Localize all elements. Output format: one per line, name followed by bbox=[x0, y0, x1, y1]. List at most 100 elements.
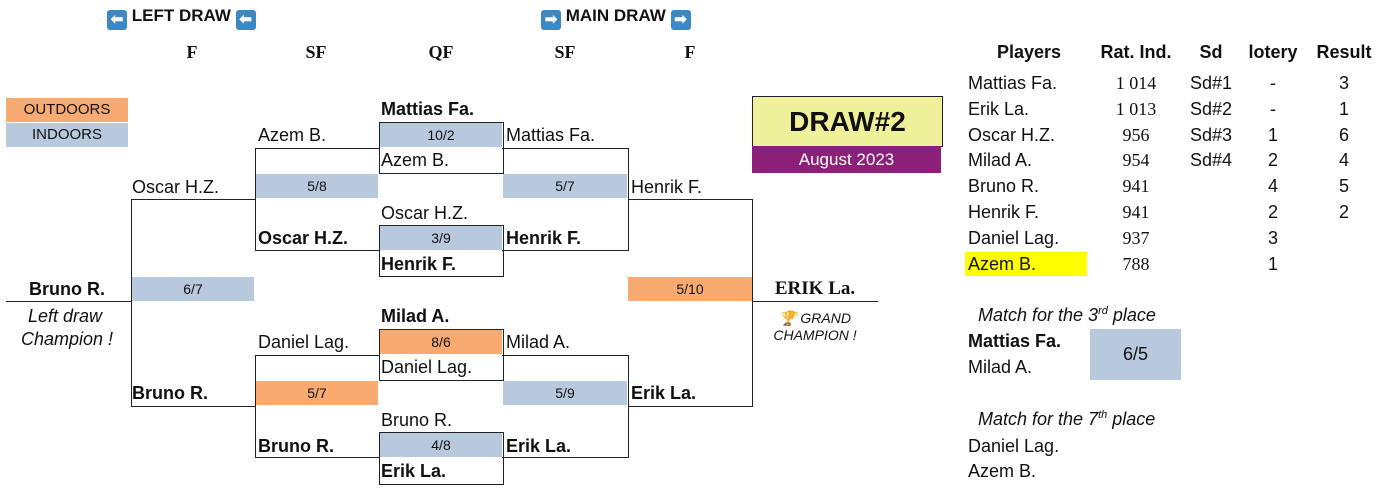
grand-champion-caption-1: GRAND bbox=[800, 310, 851, 326]
table-header-result: Result bbox=[1316, 42, 1372, 62]
main-sf2-top-player: Milad A. bbox=[506, 332, 571, 352]
main-final-bottom-line bbox=[628, 406, 753, 407]
main-sf2-bottom-player: Erik La. bbox=[506, 436, 572, 456]
qf3-bottom-player: Daniel Lag. bbox=[381, 357, 473, 377]
left-sf1-bottom-player: Oscar H.Z. bbox=[258, 228, 349, 248]
table-cell-lotery: 2 bbox=[1267, 202, 1278, 222]
seventh-place-player-2: Azem B. bbox=[968, 461, 1037, 481]
main-final-vertical bbox=[752, 199, 753, 407]
table-cell-result: 1 bbox=[1338, 99, 1349, 119]
main-final-top-line bbox=[628, 199, 753, 200]
main-sf2-bottom-line bbox=[502, 457, 629, 458]
table-cell-player: Daniel Lag. bbox=[968, 228, 1060, 248]
seventh-place-title-pre: Match for the 7 bbox=[978, 409, 1099, 429]
qf2-bottom-player: Henrik F. bbox=[381, 254, 457, 274]
left-winner-caption-2: Champion ! bbox=[20, 329, 114, 349]
qf3-score: 8/6 bbox=[380, 330, 502, 354]
qf2-box bbox=[379, 225, 504, 277]
table-cell-rating: 1 014 bbox=[1115, 73, 1157, 93]
third-place-title-sup: rd bbox=[1098, 305, 1108, 317]
third-place-title-pre: Match for the 3 bbox=[978, 305, 1099, 325]
table-cell-result: 6 bbox=[1338, 125, 1349, 145]
qf2-top-player: Oscar H.Z. bbox=[381, 203, 469, 223]
arrow-left-icon: ⬅ bbox=[235, 10, 256, 30]
main-final-bottom-player: Erik La. bbox=[631, 383, 697, 403]
left-final-vertical bbox=[131, 199, 132, 407]
left-winner-caption-1: Left draw bbox=[27, 306, 103, 326]
main-sf1-score: 5/7 bbox=[503, 174, 627, 198]
table-cell-result: 2 bbox=[1338, 202, 1349, 222]
table-cell-seed: Sd#3 bbox=[1189, 125, 1233, 145]
main-sf1-top-line bbox=[502, 148, 629, 149]
left-winner-line bbox=[6, 301, 131, 302]
qf2-score: 3/9 bbox=[380, 226, 502, 250]
round-header-main-semifinal: SF bbox=[554, 42, 576, 62]
table-cell-player: Mattias Fa. bbox=[968, 73, 1058, 93]
table-cell-rating: 788 bbox=[1122, 254, 1150, 274]
left-final-top-player: Oscar H.Z. bbox=[132, 177, 220, 197]
table-header-players: Players bbox=[996, 42, 1062, 62]
left-final-bottom-line bbox=[131, 406, 255, 407]
arrow-left-icon: ⬅ bbox=[107, 10, 127, 30]
third-place-title-post: place bbox=[1107, 305, 1156, 325]
main-winner-line bbox=[752, 301, 878, 302]
left-sf2-score: 5/7 bbox=[256, 381, 378, 405]
qf4-top-player: Bruno R. bbox=[381, 410, 453, 430]
seventh-place-title-post: place bbox=[1107, 409, 1156, 429]
table-cell-lotery: 4 bbox=[1267, 176, 1278, 196]
table-cell-rating: 941 bbox=[1122, 176, 1150, 196]
qf4-box bbox=[379, 432, 504, 485]
left-sf1-top-line bbox=[255, 148, 379, 149]
table-cell-player: Erik La. bbox=[968, 99, 1030, 119]
qf4-bottom-player: Erik La. bbox=[381, 461, 447, 481]
table-cell-result: 4 bbox=[1338, 150, 1349, 170]
left-sf1-top-player: Azem B. bbox=[258, 125, 327, 145]
qf1-score: 10/2 bbox=[380, 123, 502, 147]
table-cell-lotery: 1 bbox=[1267, 254, 1278, 274]
table-cell-seed: Sd#4 bbox=[1189, 150, 1233, 170]
main-draw-label: MAIN DRAW bbox=[565, 6, 666, 25]
left-sf2-top-line bbox=[255, 355, 379, 356]
third-place-title: Match for the 3rd place bbox=[978, 305, 1156, 326]
left-sf1-score: 5/8 bbox=[256, 174, 378, 198]
grand-champion-caption: 🏆 GRAND CHAMPION ! bbox=[752, 310, 878, 344]
trophy-icon: 🏆 bbox=[779, 310, 797, 326]
grand-champion-name: ERIK La. bbox=[774, 278, 856, 299]
third-place-player-2: Milad A. bbox=[968, 357, 1033, 377]
table-cell-result: 5 bbox=[1338, 176, 1349, 196]
seventh-place-title-sup: th bbox=[1098, 409, 1108, 421]
left-final-score: 6/7 bbox=[132, 277, 254, 301]
seventh-place-title: Match for the 7th place bbox=[978, 409, 1155, 430]
qf1-top-player: Mattias Fa. bbox=[381, 99, 475, 119]
draw-month: August 2023 bbox=[752, 146, 941, 173]
table-header-rating: Rat. Ind. bbox=[1100, 42, 1172, 62]
table-cell-rating: 956 bbox=[1122, 125, 1150, 145]
table-cell-player: Milad A. bbox=[968, 150, 1033, 170]
arrow-right-icon: ➡ bbox=[670, 10, 691, 30]
left-final-top-line bbox=[131, 199, 255, 200]
table-cell-player: Azem B. bbox=[965, 252, 1087, 276]
table-cell-seed: Sd#1 bbox=[1189, 73, 1233, 93]
table-cell-player: Bruno R. bbox=[968, 176, 1040, 196]
main-final-score: 5/10 bbox=[628, 277, 752, 301]
table-cell-player: Oscar H.Z. bbox=[968, 125, 1056, 145]
table-cell-seed: Sd#2 bbox=[1189, 99, 1233, 119]
main-sf1-bottom-player: Henrik F. bbox=[506, 228, 582, 248]
table-header-seed: Sd bbox=[1199, 42, 1223, 62]
round-header-quarterfinal: QF bbox=[428, 42, 454, 62]
table-cell-rating: 941 bbox=[1122, 202, 1150, 222]
seventh-place-player-1: Daniel Lag. bbox=[968, 436, 1060, 456]
main-sf2-score: 5/9 bbox=[503, 381, 627, 405]
main-final-top-player: Henrik F. bbox=[631, 177, 703, 197]
grand-champion-caption-2: CHAMPION ! bbox=[773, 327, 857, 343]
table-cell-result: 3 bbox=[1338, 73, 1349, 93]
left-sf1-bottom-line bbox=[255, 250, 379, 251]
table-cell-lotery: 3 bbox=[1267, 228, 1278, 248]
table-cell-lotery: - bbox=[1270, 99, 1276, 119]
legend-outdoors: OUTDOORS bbox=[6, 98, 128, 122]
left-draw-label: LEFT DRAW bbox=[131, 6, 231, 25]
table-cell-lotery: 2 bbox=[1267, 150, 1278, 170]
legend-indoors: INDOORS bbox=[6, 123, 128, 147]
left-final-bottom-player: Bruno R. bbox=[132, 383, 208, 403]
left-sf2-vertical bbox=[255, 355, 256, 458]
